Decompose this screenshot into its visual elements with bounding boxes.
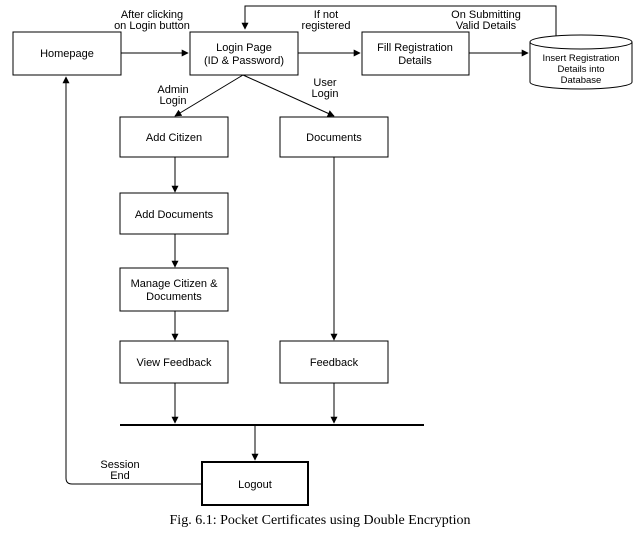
feedback-label: Feedback <box>310 357 359 369</box>
node-manage: Manage Citizen & Documents <box>119 267 229 312</box>
figure-caption: Fig. 6.1: Pocket Certificates using Doub… <box>170 513 471 528</box>
edge-login-documents <box>242 74 335 117</box>
node-documents: Documents <box>279 116 389 158</box>
database-label-line-3: Database <box>561 75 602 86</box>
database-label-line-1: Insert Registration <box>542 53 619 64</box>
node-login: Login Page (ID & Password) <box>189 31 299 76</box>
documents-label: Documents <box>306 132 362 144</box>
if-not-registered-label-line-1: If not <box>314 9 338 21</box>
login-label-line-2: (ID & Password) <box>204 55 284 67</box>
node-registration: Fill Registration Details <box>361 31 470 76</box>
manage-label-line-1: Manage Citizen & <box>131 278 218 290</box>
edges <box>62 5 557 485</box>
edge-labels: After clicking on Login button If not re… <box>100 9 520 482</box>
add-documents-label: Add Documents <box>135 209 214 221</box>
edge-login-add-citizen <box>174 74 244 117</box>
registration-label-line-2: Details <box>398 55 432 67</box>
homepage-label: Homepage <box>40 48 94 60</box>
node-homepage: Homepage <box>12 31 122 76</box>
after-login-label-line-1: After clicking <box>121 9 183 21</box>
manage-label-line-2: Documents <box>146 291 202 303</box>
session-end-label-line-1: Session <box>100 459 139 471</box>
view-feedback-label: View Feedback <box>136 357 212 369</box>
login-label-line-1: Login Page <box>216 42 272 54</box>
admin-login-label-line-2: Login <box>160 95 187 107</box>
registration-label-line-1: Fill Registration <box>377 42 453 54</box>
user-login-label-line-2: Login <box>312 88 339 100</box>
node-add-documents: Add Documents <box>119 192 229 235</box>
edge-database-login <box>241 5 557 36</box>
logout-label: Logout <box>238 479 272 491</box>
after-login-label-line-2: on Login button <box>114 20 190 32</box>
on-submitting-label-line-2: Valid Details <box>456 20 517 32</box>
database-label-line-2: Details into <box>558 64 605 75</box>
node-feedback: Feedback <box>279 340 389 384</box>
admin-login-label-line-1: Admin <box>157 84 188 96</box>
node-add-citizen: Add Citizen <box>119 116 229 158</box>
on-submitting-label-line-1: On Submitting <box>451 9 521 21</box>
node-view-feedback: View Feedback <box>119 340 229 384</box>
edge-logout-homepage <box>62 76 202 485</box>
if-not-registered-label-line-2: registered <box>302 20 351 32</box>
node-logout: Logout <box>201 461 309 506</box>
session-end-label-line-2: End <box>110 470 130 482</box>
node-database: Insert Registration Details into Databas… <box>529 34 633 90</box>
add-citizen-label: Add Citizen <box>146 132 202 144</box>
user-login-label-line-1: User <box>313 77 337 89</box>
